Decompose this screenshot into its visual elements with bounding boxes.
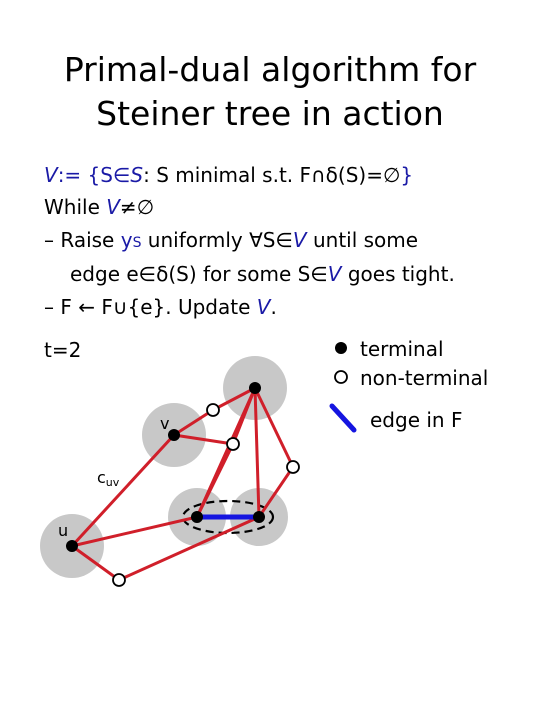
algorithm-line-3: – Raise yS uniformly ∀S∈V until some xyxy=(44,228,419,252)
algorithm-line-2: While V≠∅ xyxy=(44,195,155,219)
non-terminal-nodes xyxy=(112,403,300,587)
edge xyxy=(172,433,235,446)
terminal-node-u xyxy=(66,540,78,552)
title-line-2: Steiner tree in action xyxy=(96,94,444,133)
legend-terminal-marker xyxy=(335,342,347,354)
slide-title: Primal-dual algorithm for Steiner tree i… xyxy=(0,48,540,136)
edge xyxy=(70,544,121,582)
terminal-nodes xyxy=(66,382,265,552)
edge xyxy=(172,408,215,437)
legend-nonterminal-label: non-terminal xyxy=(360,366,488,390)
time-label: t=2 xyxy=(44,338,81,362)
terminal-node xyxy=(249,382,261,394)
edge-cost-label: cuv xyxy=(97,468,120,489)
edge xyxy=(70,515,199,548)
non-terminal-node xyxy=(226,437,240,451)
active-set-symbol: V xyxy=(44,163,58,187)
non-terminal-node xyxy=(112,573,126,587)
title-line-1: Primal-dual algorithm for xyxy=(63,50,477,89)
node-label-v: v xyxy=(160,414,169,433)
node-label-u: u xyxy=(58,521,68,540)
legend: terminal non-terminal edge in F xyxy=(329,337,488,433)
edge xyxy=(211,386,257,412)
edge xyxy=(117,515,261,582)
non-terminal-node xyxy=(206,403,220,417)
legend-nonterminal-marker xyxy=(334,370,348,384)
edge xyxy=(195,442,235,519)
graph-edges xyxy=(70,386,295,582)
algorithm-line-5: – F ← F∪{e}. Update V. xyxy=(44,295,277,319)
legend-terminal-label: terminal xyxy=(360,337,444,361)
terminal-node-v xyxy=(168,429,180,441)
legend-edge-label: edge in F xyxy=(370,408,462,432)
edge xyxy=(253,386,295,469)
edge-uv xyxy=(70,433,176,548)
terminal-node xyxy=(191,511,203,523)
legend-edge-marker xyxy=(329,403,357,433)
non-terminal-node xyxy=(286,460,300,474)
edge xyxy=(257,465,295,519)
edge xyxy=(253,386,261,519)
algorithm-line-1: V:= {S∈S: S minimal s.t. F∩δ(S)=∅} xyxy=(44,163,414,187)
merged-moat-boundary xyxy=(181,499,275,535)
algorithm-line-4: edge e∈δ(S) for some S∈V goes tight. xyxy=(70,262,455,286)
terminal-node xyxy=(253,511,265,523)
